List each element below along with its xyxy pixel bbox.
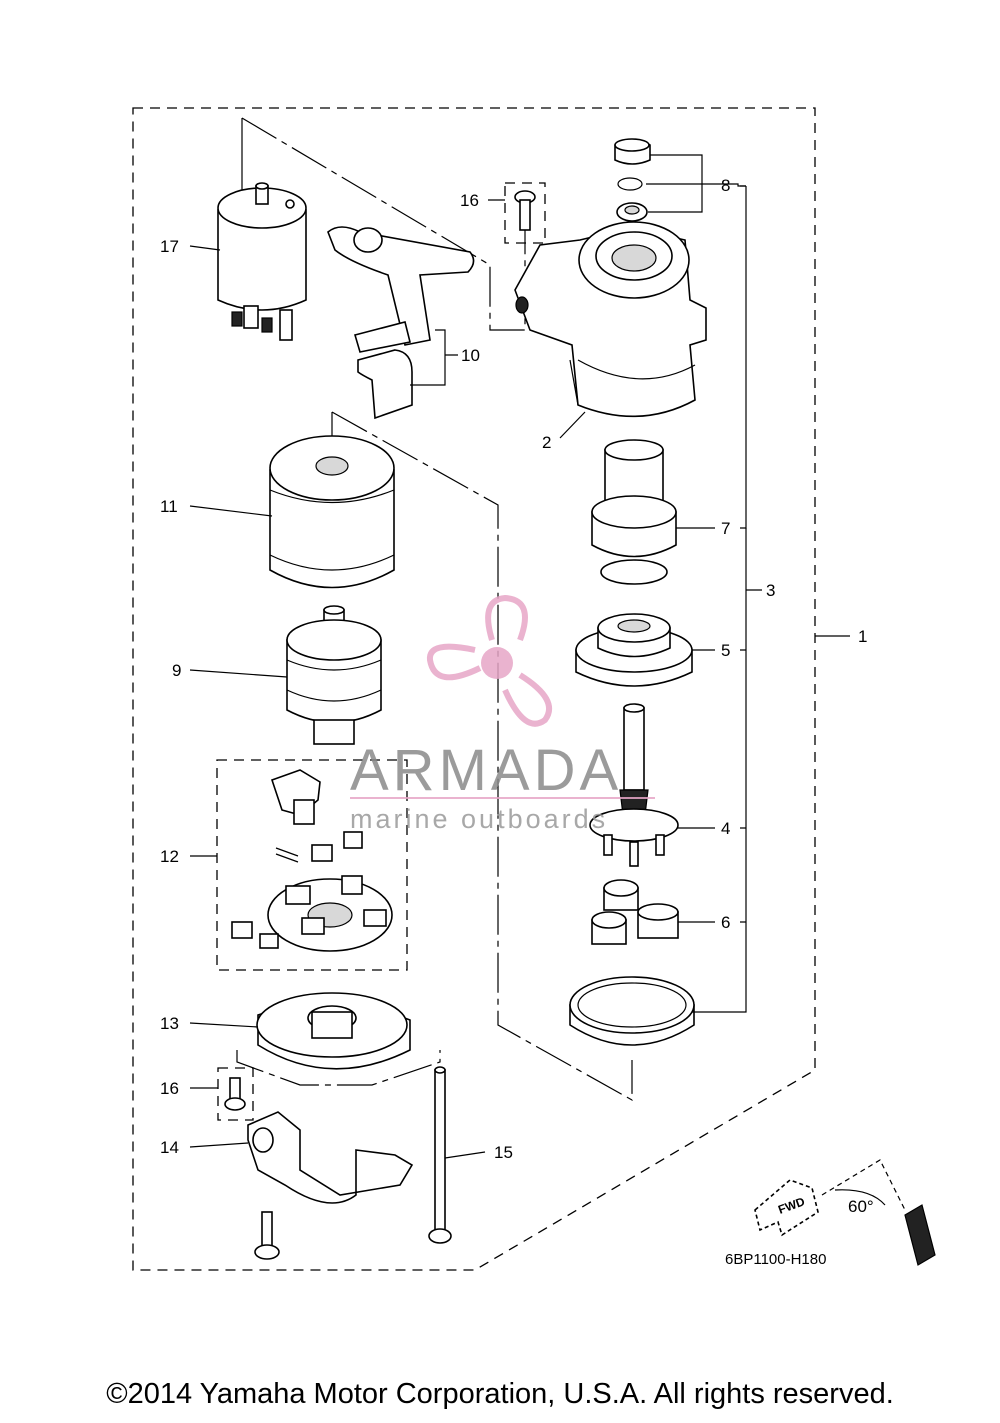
motor-orientation-icon — [904, 1204, 936, 1266]
brush-holder-dashed-box — [216, 759, 408, 971]
callout-7: 7 — [721, 519, 730, 538]
callout-3: 3 — [766, 581, 775, 600]
callout-2: 2 — [542, 433, 551, 452]
orientation-inset: FWD 60° 6BP1100-H180 — [725, 1159, 936, 1268]
part-13-rear-cover — [256, 992, 411, 1070]
assembly-centerline-mid — [331, 411, 633, 1102]
part-10-lever-and-plates — [327, 226, 475, 420]
callout-9: 9 — [172, 661, 181, 680]
watermark-brand: ARMADA — [350, 738, 622, 803]
part-6-gears — [591, 879, 679, 945]
part-9-armature — [286, 605, 382, 745]
callout-10: 10 — [461, 346, 480, 365]
callout-6: 6 — [721, 913, 730, 932]
callout-8: 8 — [721, 176, 730, 195]
assembly-boundary — [132, 107, 816, 1271]
part-3-ring-gear — [569, 976, 695, 1046]
callout-16-lower: 16 — [160, 1079, 179, 1098]
part-5-cover — [575, 613, 693, 687]
angle-label: 60° — [848, 1197, 874, 1216]
part-17-solenoid — [217, 182, 307, 341]
part-15-through-bolt — [428, 1066, 452, 1244]
part-7-clutch — [591, 439, 677, 585]
part-2-housing — [514, 221, 707, 418]
screw-top-dashed-box — [504, 182, 546, 244]
fwd-arrow — [754, 1179, 819, 1237]
screw-lower-dashed-box — [217, 1067, 254, 1121]
part-14-bracket — [247, 1111, 414, 1260]
propeller-logo-icon — [427, 594, 552, 727]
callout-11: 11 — [160, 497, 178, 516]
callout-17: 17 — [160, 237, 179, 256]
callout-4: 4 — [721, 819, 730, 838]
propeller-hub — [481, 647, 513, 679]
callout-1: 1 — [858, 627, 867, 646]
part-12-brush-holder — [216, 759, 408, 971]
callout-15: 15 — [494, 1143, 513, 1162]
callout-labels: 1 2 3 4 5 6 7 8 9 10 11 12 13 14 15 16 1… — [160, 176, 867, 1162]
callout-12: 12 — [160, 847, 179, 866]
watermark-subtitle: marine outboards — [350, 804, 608, 834]
assembly-centerline-lower — [236, 1050, 441, 1086]
callout-14: 14 — [160, 1138, 179, 1157]
callout-13: 13 — [160, 1014, 179, 1033]
part-11-yoke — [269, 435, 395, 589]
copyright-notice: ©2014 Yamaha Motor Corporation, U.S.A. A… — [106, 1378, 894, 1410]
part-8-cap-clip-seal — [614, 138, 651, 222]
armada-watermark: ARMADA marine outboards — [350, 594, 655, 834]
callout-16-top: 16 — [460, 191, 479, 210]
part-16-screw-lower — [217, 1067, 254, 1121]
leader-lines — [189, 154, 850, 1159]
drawing-code: 6BP1100-H180 — [725, 1251, 826, 1268]
part-16-screw-top — [504, 182, 546, 244]
part-4-shaft — [589, 703, 679, 867]
callout-5: 5 — [721, 641, 730, 660]
